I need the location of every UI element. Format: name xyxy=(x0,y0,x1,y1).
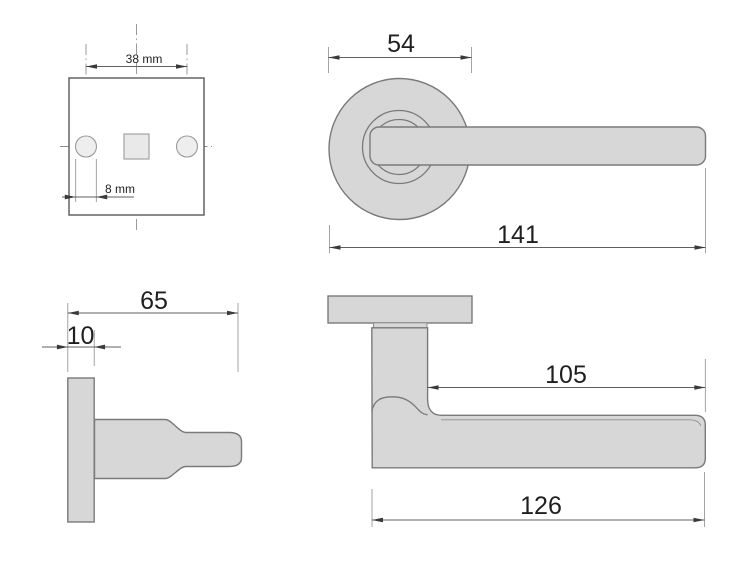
handle-neck-lever-profile xyxy=(371,327,706,469)
overall-length-dim-label: 141 xyxy=(497,221,539,249)
dim-arrow xyxy=(96,194,108,200)
backplate-view: 38 mm 8 mm xyxy=(60,24,212,233)
dim-arrow xyxy=(64,194,76,200)
grip-length-dim-label: 105 xyxy=(545,361,587,389)
handle-neck-grip-side xyxy=(93,418,243,480)
rose-top-outline xyxy=(327,295,473,324)
lever-bar xyxy=(369,126,707,166)
dim-arrow xyxy=(94,344,106,350)
rose-side-outline xyxy=(67,377,95,523)
rose-thickness-dim-label: 10 xyxy=(67,322,95,350)
lever-length-dim-label: 126 xyxy=(520,492,562,520)
hole-spacing-dim-label: 38 mm xyxy=(126,52,163,66)
rose-diameter-dim-label: 54 xyxy=(387,30,415,58)
neck-blend-curve xyxy=(371,396,428,416)
handle-side-view: 65 10 xyxy=(42,287,243,523)
handle-front-view: 54 141 xyxy=(328,30,707,253)
handle-profile-view: 105 126 xyxy=(327,295,706,527)
right-screw-hole xyxy=(175,135,199,158)
projection-dim-label: 65 xyxy=(140,287,168,315)
dim-arrow xyxy=(56,344,68,350)
left-screw-hole xyxy=(74,135,98,158)
collar-step xyxy=(373,322,428,329)
lever-edge-highlight xyxy=(441,419,702,426)
spindle-hole xyxy=(123,133,150,160)
hole-diameter-dim-label: 8 mm xyxy=(105,182,135,196)
